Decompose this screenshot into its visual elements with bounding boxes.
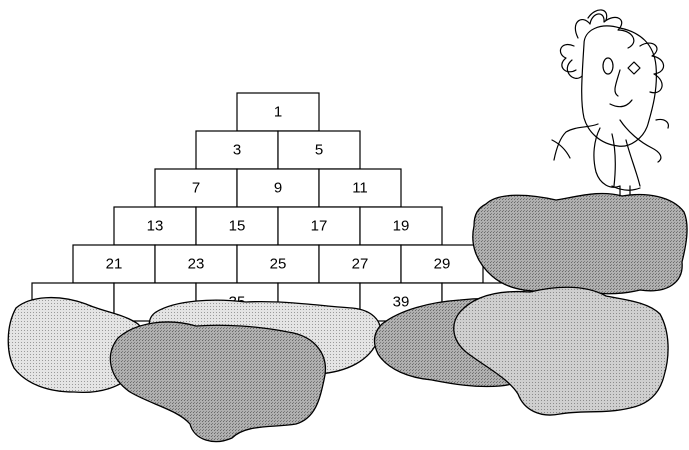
pyramid-brick: 21 — [72, 244, 156, 284]
pyramid-brick: 11 — [318, 168, 402, 208]
brick-number: 39 — [393, 294, 410, 311]
pyramid-brick: 9 — [236, 168, 320, 208]
brick-number: 15 — [229, 218, 246, 235]
figure-eye-right — [627, 61, 641, 75]
pyramid-brick: 19 — [359, 206, 443, 246]
brick-number: 1 — [274, 104, 282, 121]
brick-outline — [195, 130, 279, 170]
brick-outline — [195, 206, 279, 246]
brick-number: 7 — [192, 180, 200, 197]
rock-right-bottom — [453, 286, 669, 416]
brick-number: 21 — [106, 256, 123, 273]
brick-number: 23 — [188, 256, 205, 273]
doodle-figure — [551, 9, 669, 201]
pyramid-brick: 7 — [154, 168, 238, 208]
figure-body — [551, 118, 669, 201]
brick-outline — [359, 206, 443, 246]
figure-nose — [614, 69, 621, 97]
pyramid-brick: 29 — [400, 244, 484, 284]
brick-number: 11 — [352, 180, 368, 197]
brick-number: 17 — [311, 218, 328, 235]
figure-head — [581, 25, 657, 147]
brick-number: 29 — [434, 256, 451, 273]
pyramid-brick: 5 — [277, 130, 361, 170]
figure-mouth — [609, 99, 633, 108]
figure-hair — [559, 9, 665, 94]
brick-number: 5 — [315, 142, 323, 159]
brick-outline — [318, 244, 402, 284]
rock-center-dark — [109, 321, 326, 443]
pyramid-brick: 27 — [318, 244, 402, 284]
brick-number: 3 — [233, 142, 241, 159]
brick-number: 27 — [352, 256, 369, 273]
pyramid-brick: 13 — [113, 206, 197, 246]
brick-number: 9 — [274, 180, 282, 197]
brick-outline — [318, 168, 402, 208]
brick-number: 13 — [147, 218, 164, 235]
rocks — [7, 192, 688, 443]
pyramid-brick: 1 — [236, 92, 320, 132]
brick-number: 19 — [393, 218, 410, 235]
figure-eye-left — [602, 57, 614, 75]
pyramid-brick: 15 — [195, 206, 279, 246]
rock-right-top — [472, 192, 688, 295]
pyramid-brick: 17 — [277, 206, 361, 246]
number-pyramid: 13579111315171921232527293539 — [31, 92, 525, 322]
brick-outline — [236, 92, 320, 132]
pyramid-brick: 25 — [236, 244, 320, 284]
brick-outline — [154, 244, 238, 284]
brick-number: 25 — [270, 256, 287, 273]
pyramid-brick: 3 — [195, 130, 279, 170]
pyramid-brick: 23 — [154, 244, 238, 284]
